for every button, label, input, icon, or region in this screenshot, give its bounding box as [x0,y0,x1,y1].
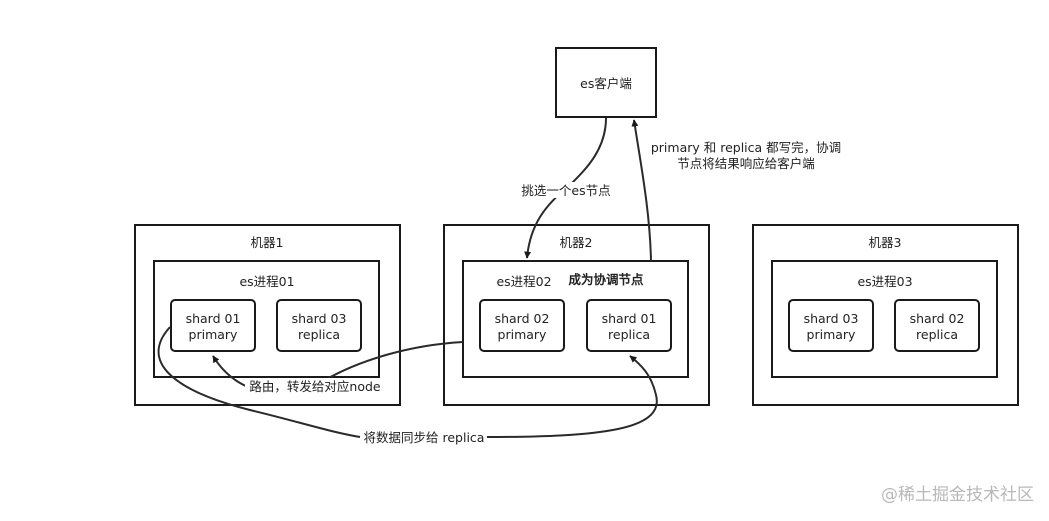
shard-box [586,299,672,352]
shard-role: primary [807,327,857,342]
response-label-line1: primary 和 replica 都写完，协调 [651,140,841,155]
sync-line [157,326,361,438]
machine-2: 机器2 es进程02 成为协调节点 shard 02 primary shard… [443,224,710,406]
shard-box [479,299,565,352]
machine-3: 机器3 es进程03 shard 03 primary shard 02 rep… [752,224,1019,406]
process-label: es进程01 [239,274,294,289]
shard-name: shard 01 [186,311,241,326]
client-node: es客户端 [555,47,657,118]
shard-name: shard 03 [804,311,859,326]
machine-title: 机器3 [869,235,902,250]
sync-label: 将数据同步给 replica [364,430,485,445]
shard-box [894,299,980,352]
shard-name: shard 03 [292,311,347,326]
watermark: @稀土掘金技术社区 [881,485,1034,505]
response-label-line2: 节点将结果响应给客户端 [677,156,815,171]
response-arrow [631,119,652,262]
machine-title: 机器2 [560,235,593,250]
shard-role: replica [298,327,340,342]
sync-arrow [486,355,658,438]
shard-role: primary [498,327,548,342]
shard-name: shard 02 [495,311,550,326]
shard-role: replica [608,327,650,342]
client-label: es客户端 [580,76,632,91]
shard-name: shard 02 [910,311,965,326]
process-label: es进程03 [857,274,912,289]
shard-box [788,299,874,352]
machine-title: 机器1 [251,235,284,250]
route-label: 路由，转发给对应node [249,379,381,394]
shard-name: shard 01 [602,311,657,326]
shard-role: primary [189,327,239,342]
shard-box [170,299,256,352]
shard-role: replica [916,327,958,342]
process-label: es进程02 [496,274,551,289]
machine-1: 机器1 es进程01 shard 01 primary shard 03 rep… [134,224,401,406]
select-node-label: 挑选一个es节点 [521,183,610,198]
coordinator-note: 成为协调节点 [568,272,644,287]
shard-box [276,299,362,352]
